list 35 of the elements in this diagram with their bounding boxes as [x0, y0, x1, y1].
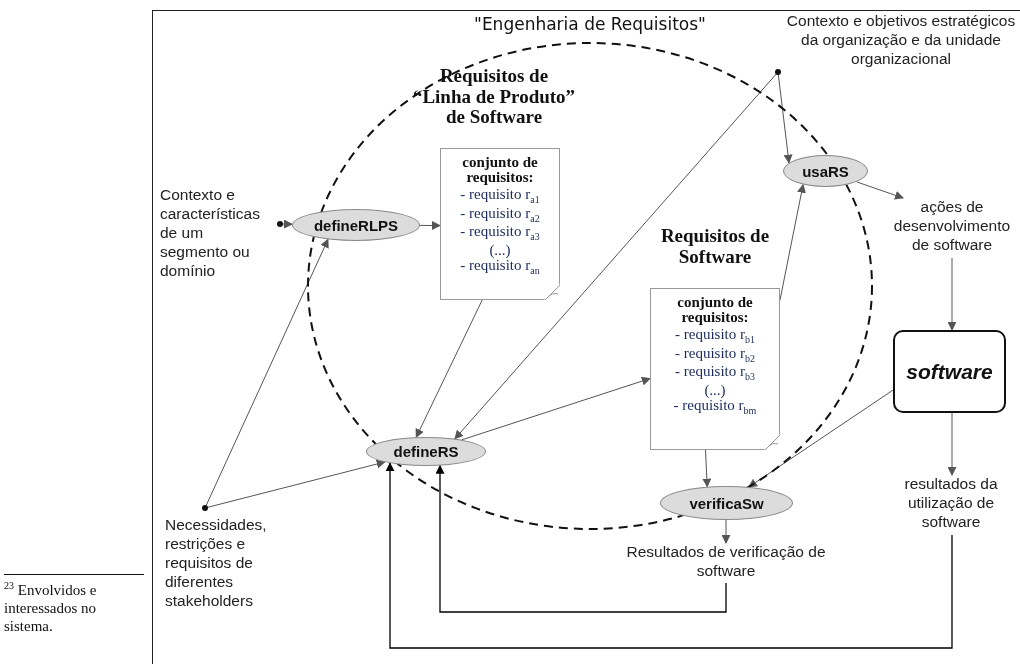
process-ellipse: defineRLPS: [292, 209, 420, 241]
list-heading: conjunto de requisitos:: [676, 295, 754, 325]
list-item: - requisito r$_{b3}$: [674, 364, 756, 383]
arrow: [702, 449, 712, 488]
footnote: $^{23}$ Envolvidos e interessados no sistema.: [4, 580, 98, 635]
arrow: [721, 519, 731, 544]
arrow: [461, 376, 651, 441]
node-text: ações de desenvolvimento de software: [893, 198, 1011, 253]
list-heading: conjunto de requisitos:: [461, 155, 539, 185]
list-item: (...): [488, 242, 512, 259]
list-item: - requisito r$_{b2}$: [674, 345, 756, 364]
list-item: - requisito r$_{a3}$: [459, 224, 541, 243]
list-item: - requisito r$_{b1}$: [674, 327, 756, 346]
list-item: - requisito r$_{a1}$: [459, 187, 541, 206]
section-heading: Requisitos de “Linha de Produto” de Software: [412, 66, 576, 128]
node-text: resultados da utilização de software: [904, 475, 998, 530]
list-item: (...): [703, 382, 727, 399]
arrow: [415, 299, 483, 438]
arrow: [435, 464, 727, 613]
node-text: Contexto e características de um segmento ou domínio: [160, 186, 260, 279]
arrow: [947, 412, 957, 476]
arrow: [947, 257, 957, 331]
list-item: - requisito r$_{bm}$: [672, 398, 758, 417]
node-text: Contexto e objetivos estratégicos da organização e da unidade organizacional: [786, 12, 1016, 67]
process-ellipse: verificaSw: [660, 486, 793, 520]
node-text: Necessidades, restrições e requisitos de diferentes stakeholders: [165, 516, 267, 609]
arrow: [419, 221, 441, 230]
output-box: software: [893, 330, 1006, 413]
arrow: [856, 181, 904, 200]
section-heading: Requisitos de Software: [659, 226, 771, 268]
arrow: [385, 462, 953, 649]
node-text: Resultados de verificação de software: [626, 543, 826, 579]
list-item: - requisito r$_{a2}$: [459, 205, 541, 224]
arrow: [748, 389, 894, 488]
list-item: - requisito r$_{an}$: [459, 258, 541, 277]
